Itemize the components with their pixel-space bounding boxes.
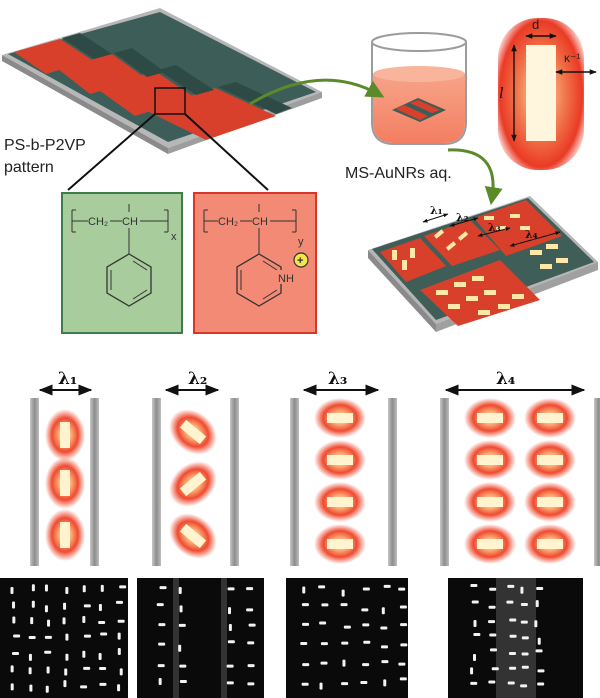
- small-lambda-arrows: [422, 213, 561, 247]
- lambda-3-label: λ₃: [328, 369, 347, 389]
- p2vp-charge: +: [297, 255, 303, 267]
- ps-repeat: x: [171, 231, 177, 243]
- pattern-label-1: PS-b-P2VP: [4, 137, 86, 154]
- curved-arrow-icon: [249, 78, 385, 106]
- nanorod-2-2: [167, 459, 219, 509]
- nanorod-4-4: [524, 440, 576, 480]
- panel-2-wall-2: [230, 398, 239, 566]
- rod-d-label: d: [532, 17, 539, 32]
- nanorod-1-2: [45, 457, 85, 509]
- p2vp-repeat: y: [298, 236, 304, 248]
- micrograph-1: [0, 578, 128, 698]
- panel-1-wall-1: [30, 398, 39, 566]
- panel-1-wall-2: [90, 398, 99, 566]
- solution-label: MS-AuNRs aq.: [345, 165, 452, 182]
- beaker-icon: [371, 32, 467, 145]
- curved-arrow-icon-2: [447, 148, 503, 206]
- micrograph-2: [137, 578, 264, 698]
- nanorod-4-2: [524, 398, 576, 438]
- lambda-4-label: λ₄: [496, 369, 515, 389]
- small-lambda-3: λ₃: [488, 221, 501, 234]
- zoom-box: [154, 87, 186, 115]
- nanorod-3-3: [314, 482, 366, 522]
- small-lambda-4: λ₄: [525, 228, 538, 241]
- panel-4-wall-1: [440, 398, 449, 566]
- arrangement-schematics: [30, 384, 600, 566]
- positive-charge-icon: [293, 252, 309, 268]
- ps-structure: CH₂ CH x: [61, 192, 183, 334]
- small-lambda-2: λ₂: [456, 211, 469, 224]
- assembled-substrate: [368, 196, 598, 332]
- nanorod-2-1: [167, 407, 219, 457]
- micrograph-3: [286, 578, 408, 698]
- nanorod-icon: [498, 18, 597, 170]
- panel-4-wall-2: [594, 398, 600, 566]
- nanorod-1-1: [45, 409, 85, 461]
- nanorod-4-8: [524, 524, 576, 564]
- panel-2: [152, 384, 239, 566]
- ps-ch: CH: [122, 216, 138, 228]
- p2vp-structure: CH₂ CH y NH +: [193, 192, 317, 334]
- lambda-2-label: λ₂: [188, 369, 207, 389]
- micrograph-4: [448, 578, 583, 698]
- panel-3-wall-1: [290, 398, 299, 566]
- zoom-line-right: [184, 113, 269, 191]
- p2vp-ch2: CH₂: [218, 216, 238, 228]
- nanorod-1-3: [45, 509, 85, 561]
- nanorod-3-1: [314, 398, 366, 438]
- pattern-label-2: pattern: [4, 159, 54, 176]
- panel-4: [440, 384, 600, 566]
- rod-kappa-label: κ⁻¹: [564, 51, 580, 65]
- nanorod-4-7: [464, 524, 516, 564]
- rod-l-label: l: [499, 85, 504, 102]
- ps-ch2: CH₂: [88, 216, 108, 228]
- panel-1: [30, 384, 99, 566]
- nanorod-4-3: [464, 440, 516, 480]
- panel-3-wall-2: [388, 398, 397, 566]
- zoom-line-left: [67, 113, 156, 191]
- micrograph-row: [0, 578, 583, 698]
- panel-3: [290, 384, 397, 566]
- p2vp-nh: NH: [278, 273, 294, 285]
- nanorod-4-6: [524, 482, 576, 522]
- p2vp-ch: CH: [252, 216, 268, 228]
- panel-2-wall-1: [152, 398, 161, 566]
- substrate-icon: [2, 8, 322, 154]
- nanorod-4-1: [464, 398, 516, 438]
- lambda-1-label: λ₁: [58, 369, 77, 389]
- nanorod-3-2: [314, 440, 366, 480]
- nanorod-2-3: [167, 511, 219, 561]
- small-lambda-1: λ₁: [430, 204, 443, 217]
- nanorod-3-4: [314, 524, 366, 564]
- nanorod-4-5: [464, 482, 516, 522]
